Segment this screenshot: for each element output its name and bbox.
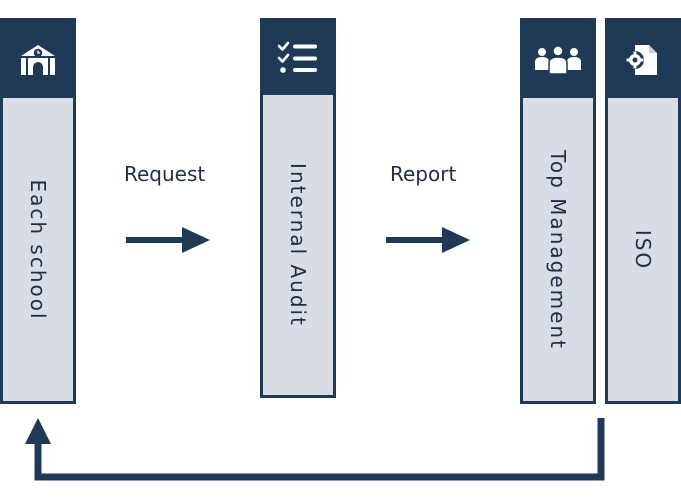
team-icon <box>534 44 582 76</box>
node-iso: ISO <box>605 18 681 404</box>
node-top-management-header <box>523 21 593 98</box>
school-icon <box>18 43 58 77</box>
report-label: Report <box>390 162 457 186</box>
checklist-icon <box>277 41 319 75</box>
node-iso-label: ISO <box>631 229 655 270</box>
node-internal-audit-label: Internal Audit <box>286 163 310 327</box>
node-internal-audit-header <box>263 21 333 95</box>
report-arrow <box>386 227 470 253</box>
node-iso-header <box>608 21 678 98</box>
node-each-school-label: Each school <box>26 178 50 321</box>
node-internal-audit: Internal Audit <box>260 18 336 398</box>
node-each-school: Each school <box>0 18 76 404</box>
request-arrow <box>126 227 210 253</box>
certificate-gear-icon <box>625 42 661 78</box>
node-top-management-label: Top Management <box>546 149 570 350</box>
request-label: Request <box>124 162 206 186</box>
node-top-management: Top Management <box>520 18 596 404</box>
node-each-school-header <box>3 21 73 98</box>
